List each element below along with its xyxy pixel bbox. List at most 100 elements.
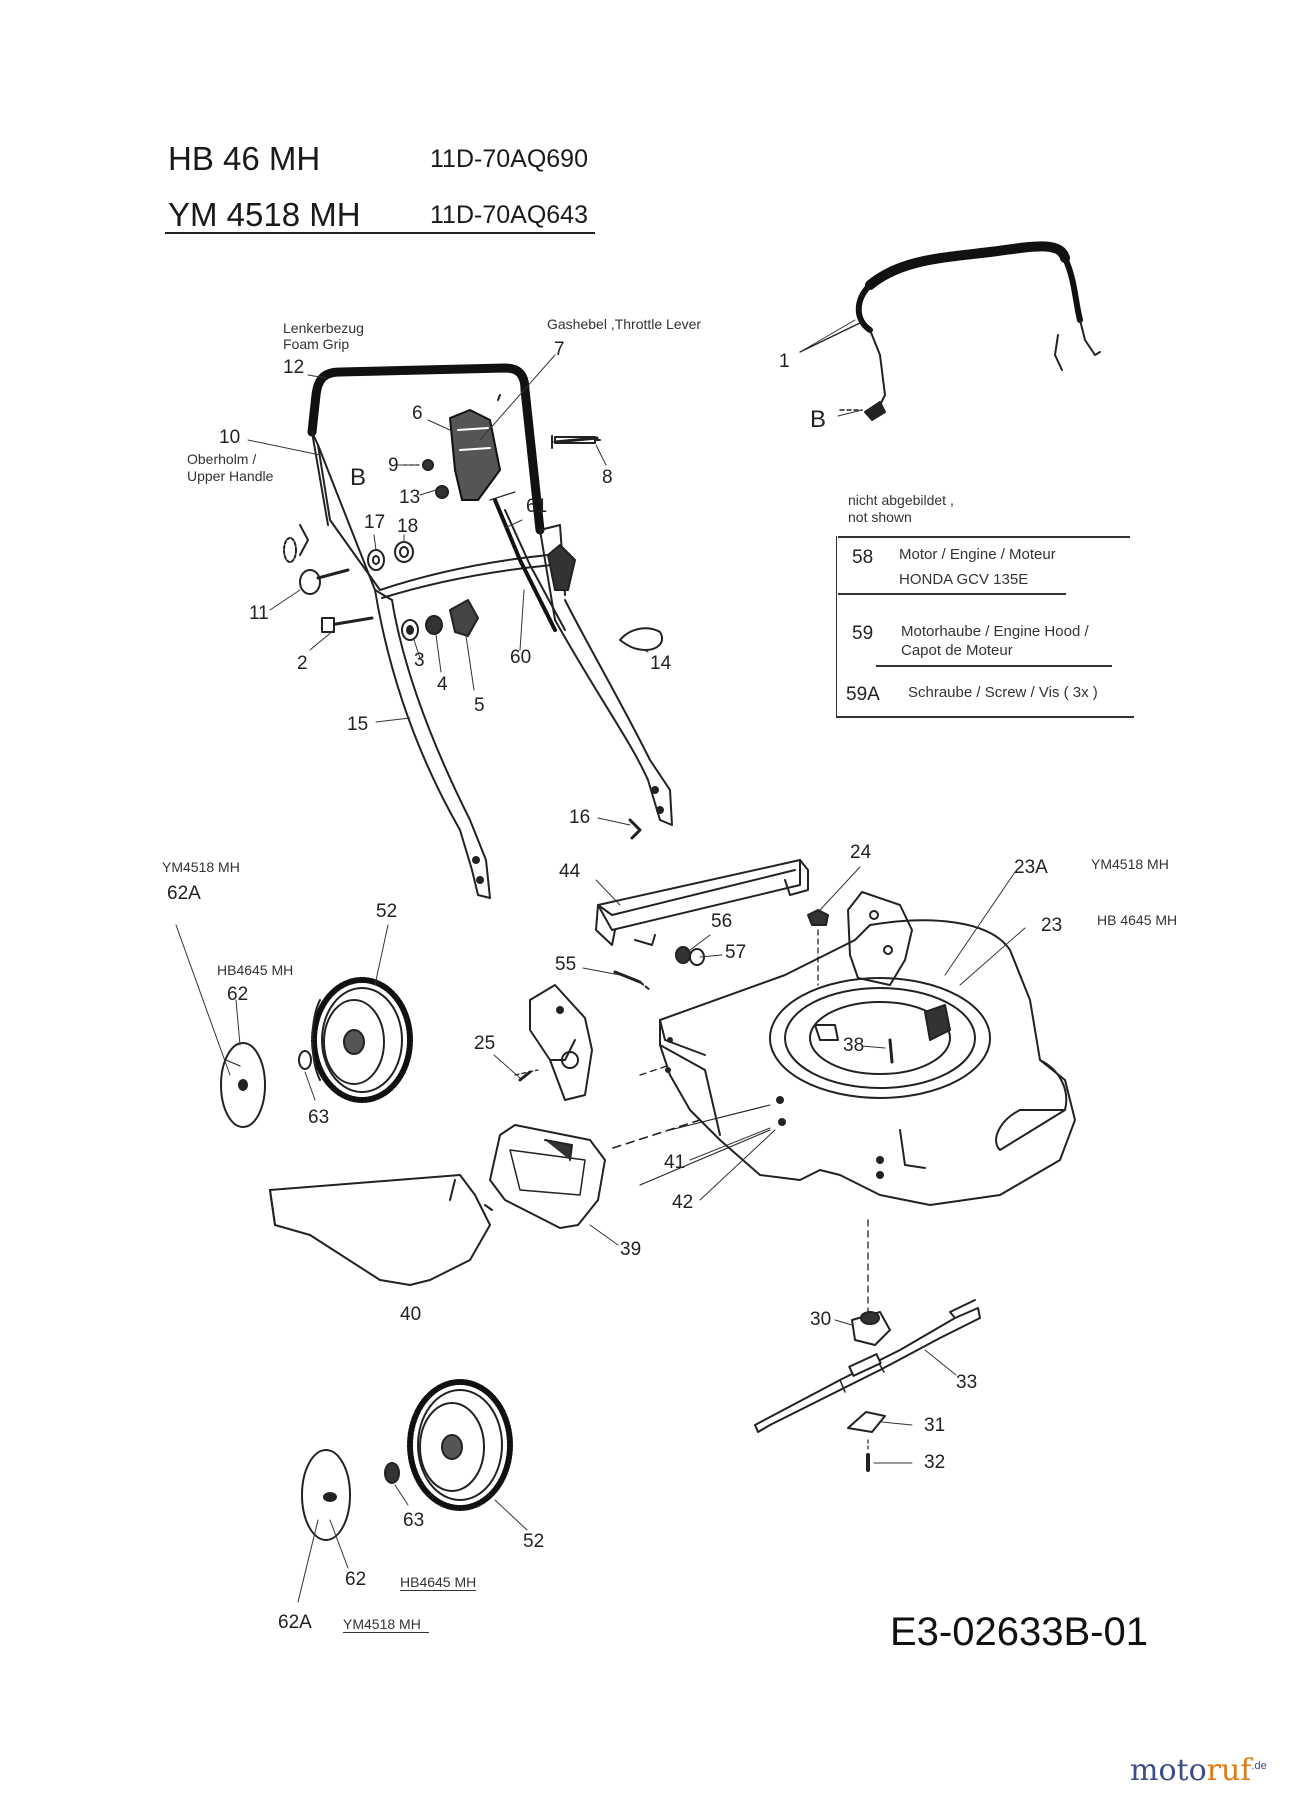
part-10: 10 bbox=[219, 427, 241, 448]
part-6: 6 bbox=[412, 403, 423, 424]
part-33: 33 bbox=[956, 1372, 978, 1393]
part-1: 1 bbox=[779, 351, 790, 372]
part-52-upper: 52 bbox=[376, 901, 398, 922]
brand-suffix: .de bbox=[1251, 1760, 1267, 1772]
table-row-58-line1: Motor / Engine / Moteur bbox=[899, 546, 1056, 563]
rear-flap-frame bbox=[595, 859, 829, 991]
model-hb46mh: HB 46 MH bbox=[168, 140, 321, 177]
blade-assembly bbox=[754, 1299, 981, 1472]
handle-bar-detail bbox=[799, 241, 1101, 421]
label-ym-variant-bottom: YM4518 MH bbox=[343, 1617, 429, 1633]
part-40: 40 bbox=[400, 1304, 422, 1325]
table-row-59-rule bbox=[876, 665, 1112, 667]
part-11: 11 bbox=[249, 603, 269, 624]
part-9: 9 bbox=[388, 455, 399, 476]
part-2: 2 bbox=[297, 653, 308, 674]
table-row-59a-no: 59A bbox=[846, 684, 880, 705]
part-25: 25 bbox=[474, 1033, 496, 1054]
part-60: 60 bbox=[510, 647, 532, 668]
table-row-59-no: 59 bbox=[852, 623, 874, 644]
table-row-59-line2: Capot de Moteur bbox=[901, 642, 1013, 659]
part-31: 31 bbox=[924, 1415, 946, 1436]
handle-bracket bbox=[514, 984, 593, 1101]
part-62a-upper: 62A bbox=[167, 883, 201, 904]
part-8: 8 bbox=[602, 467, 613, 488]
part-63-lower: 63 bbox=[403, 1510, 425, 1531]
label-hb-variant-wheel: HB4645 MH bbox=[217, 962, 294, 978]
part-61: 61 bbox=[526, 496, 548, 517]
part-56: 56 bbox=[711, 911, 733, 932]
handle-hardware bbox=[283, 435, 664, 840]
hubcap-lower bbox=[301, 1449, 351, 1541]
throttle-assembly bbox=[449, 394, 601, 632]
part-52-lower: 52 bbox=[523, 1531, 545, 1552]
label-throttle-lever: Gashebel ,Throttle Lever bbox=[547, 316, 702, 332]
header-rule bbox=[165, 232, 595, 234]
ref-b-main: B bbox=[350, 464, 367, 491]
label-upper-handle-de: Oberholm / bbox=[187, 451, 257, 467]
part-55: 55 bbox=[555, 954, 577, 975]
table-row-59-line1: Motorhaube / Engine Hood / bbox=[901, 623, 1089, 640]
not-shown-heading-en: not shown bbox=[848, 509, 912, 525]
table-row-59a-line1: Schraube / Screw / Vis ( 3x ) bbox=[908, 684, 1098, 701]
table-top-rule bbox=[838, 536, 1130, 538]
part-18: 18 bbox=[397, 516, 419, 537]
deck-bracket bbox=[847, 891, 913, 986]
part-3: 3 bbox=[414, 650, 425, 671]
label-hb-variant-top: HB 4645 MH bbox=[1097, 912, 1178, 928]
leader-lines bbox=[175, 319, 1026, 1603]
table-bottom-rule bbox=[836, 716, 1134, 718]
rear-deflector bbox=[269, 1174, 493, 1286]
code-ym4518mh: 11D-70AQ643 bbox=[430, 201, 588, 229]
part-62a-lower: 62A bbox=[278, 1612, 312, 1633]
lower-handle bbox=[374, 589, 673, 899]
wheel-upper bbox=[311, 977, 413, 1103]
not-shown-heading-de: nicht abgebildet , bbox=[848, 492, 954, 508]
part-62-upper: 62 bbox=[227, 984, 249, 1005]
brand-main: moto bbox=[1130, 1753, 1207, 1788]
part-32: 32 bbox=[924, 1452, 946, 1473]
wheel-lower bbox=[407, 1379, 513, 1511]
model-ym4518mh: YM 4518 MH bbox=[168, 196, 361, 233]
washer-upper bbox=[298, 1050, 312, 1070]
code-hb46mh: 11D-70AQ690 bbox=[430, 145, 588, 173]
table-row-58-rule bbox=[838, 593, 1066, 595]
part-63-upper: 63 bbox=[308, 1107, 330, 1128]
hubcap-upper bbox=[220, 1042, 266, 1128]
part-13: 13 bbox=[399, 487, 421, 508]
table-left-border bbox=[836, 536, 837, 718]
brand-accent: ruf bbox=[1206, 1753, 1252, 1788]
part-15: 15 bbox=[347, 714, 369, 735]
motoruf-logo: motoruf.de bbox=[1130, 1756, 1267, 1786]
washer-lower bbox=[384, 1462, 400, 1484]
part-24: 24 bbox=[850, 842, 872, 863]
discharge-chute bbox=[489, 1124, 606, 1229]
label-ym-variant-top: YM4518 MH bbox=[1091, 856, 1169, 872]
part-44: 44 bbox=[559, 861, 581, 882]
part-23a: 23A bbox=[1014, 857, 1048, 878]
part-5: 5 bbox=[474, 695, 485, 716]
label-foam-grip-en: Foam Grip bbox=[283, 336, 350, 352]
part-39: 39 bbox=[620, 1239, 642, 1260]
part-16: 16 bbox=[569, 807, 591, 828]
label-foam-grip-de: Lenkerbezug bbox=[283, 320, 364, 336]
table-row-58-no: 58 bbox=[852, 547, 874, 568]
label-ym-variant-wheel: YM4518 MH bbox=[162, 859, 240, 875]
ref-b-detail: B bbox=[810, 406, 827, 433]
part-57: 57 bbox=[725, 942, 747, 963]
part-12: 12 bbox=[283, 357, 305, 378]
table-row-58-line2: HONDA GCV 135E bbox=[899, 571, 1029, 588]
part-14: 14 bbox=[650, 653, 672, 674]
label-hb-variant-bottom: HB4645 MH bbox=[400, 1574, 477, 1591]
part-17: 17 bbox=[364, 512, 386, 533]
mower-deck bbox=[612, 919, 1076, 1321]
part-30: 30 bbox=[810, 1309, 832, 1330]
part-38: 38 bbox=[843, 1035, 865, 1056]
part-4: 4 bbox=[437, 674, 448, 695]
part-42: 42 bbox=[672, 1192, 694, 1213]
label-upper-handle-en: Upper Handle bbox=[187, 468, 274, 484]
part-7: 7 bbox=[554, 339, 565, 360]
drawing-number: E3-02633B-01 bbox=[890, 1610, 1148, 1654]
